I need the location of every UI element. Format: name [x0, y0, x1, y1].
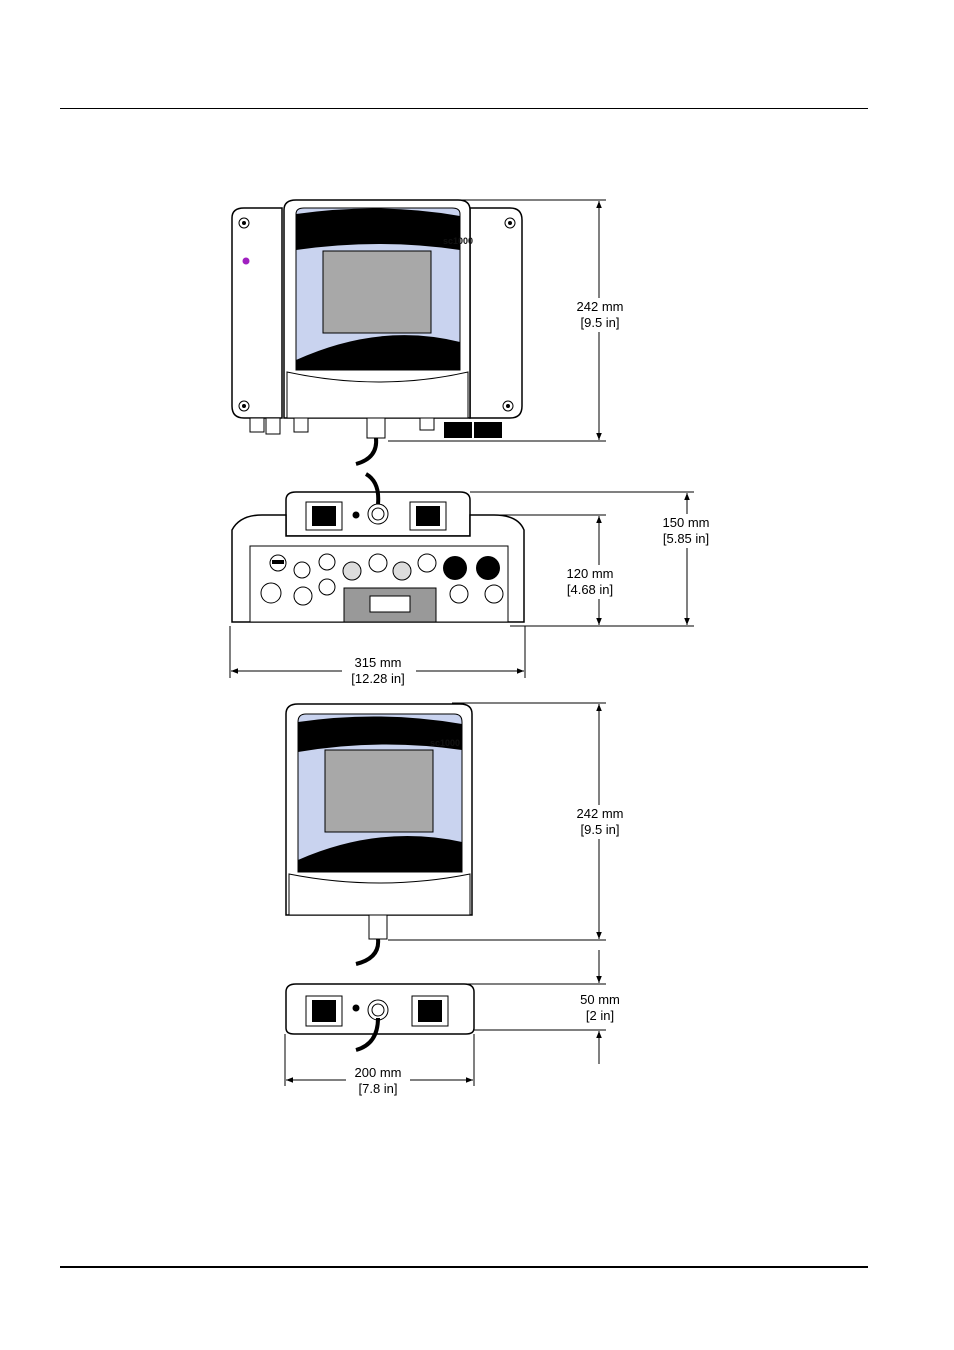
brand-label-front: sc1000 [443, 236, 473, 246]
label-display-width-in: [7.8 in] [358, 1081, 397, 1096]
label-controller-height-in: [9.5 in] [580, 315, 619, 330]
label-base-depth-mm: 120 mm [567, 566, 614, 581]
label-controller-depth-mm: 150 mm [663, 515, 710, 530]
label-display-width-mm: 200 mm [355, 1065, 402, 1080]
label-display-height-in: [9.5 in] [580, 822, 619, 837]
label-controller-width-in: [12.28 in] [351, 671, 405, 686]
display-front-view: sc1000 [286, 704, 472, 964]
label-controller-width-mm: 315 mm [355, 655, 402, 670]
controller-front-view: sc1000 [232, 200, 522, 464]
label-base-depth-in: [4.68 in] [567, 582, 613, 597]
label-display-depth-mm: 50 mm [580, 992, 620, 1007]
label-display-height-mm: 242 mm [577, 806, 624, 821]
label-display-depth-in: [2 in] [586, 1008, 614, 1023]
display-top-view [286, 984, 474, 1050]
brand-label-display: sc1000 [430, 738, 460, 748]
controller-top-view [232, 474, 524, 622]
status-led [243, 258, 250, 265]
label-controller-depth-in: [5.85 in] [663, 531, 709, 546]
label-controller-height-mm: 242 mm [577, 299, 624, 314]
